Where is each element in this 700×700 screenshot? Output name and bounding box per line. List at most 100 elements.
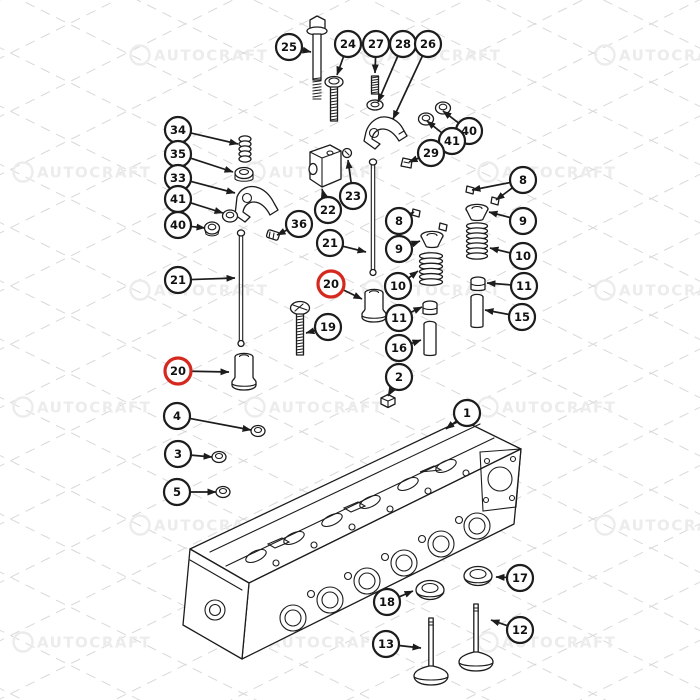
callout-21[interactable]: 21 [163, 265, 193, 295]
callout-ring[interactable] [383, 271, 413, 301]
callout-13[interactable]: 13 [371, 629, 401, 659]
watermark-logo-icon [12, 161, 34, 183]
callout-19[interactable]: 19 [313, 312, 343, 342]
callout-leader [190, 202, 224, 214]
callout-ring[interactable] [384, 234, 414, 264]
callout-20-highlighted[interactable]: 20 [316, 269, 346, 299]
callout-33[interactable]: 33 [163, 163, 193, 193]
callout-ring[interactable] [437, 126, 467, 156]
part-head-bolt-24 [324, 75, 344, 122]
callout-ring[interactable] [163, 439, 193, 469]
part-valve-13 [413, 617, 449, 686]
callout-ring[interactable] [384, 303, 414, 333]
callout-8[interactable]: 8 [508, 165, 538, 195]
watermark: AUTOCRAFT [477, 161, 615, 183]
callout-40[interactable]: 40 [163, 210, 193, 240]
callout-17[interactable]: 17 [505, 563, 535, 593]
callout-leader [190, 452, 213, 460]
callout-leader [407, 270, 419, 279]
callout-ring[interactable] [384, 333, 414, 363]
callout-20-highlighted[interactable]: 20 [163, 356, 193, 386]
watermark-text: AUTOCRAFT [619, 282, 700, 300]
watermark-logo-icon [244, 396, 266, 418]
callout-ring[interactable] [338, 181, 368, 211]
watermark-diagonal-line [136, 0, 700, 282]
part-adjusting-stud-27 [370, 75, 380, 95]
callout-ring[interactable] [274, 32, 304, 62]
callout-ring[interactable] [163, 210, 193, 240]
callout-ring-highlighted[interactable] [163, 356, 193, 386]
callout-41[interactable]: 41 [437, 126, 467, 156]
callout-leader [392, 55, 424, 120]
callout-12[interactable]: 12 [505, 615, 535, 645]
callout-ring[interactable] [508, 165, 538, 195]
callout-23[interactable]: 23 [338, 181, 368, 211]
callout-ring[interactable] [505, 615, 535, 645]
callout-11[interactable]: 11 [509, 271, 539, 301]
callout-25[interactable]: 25 [274, 32, 304, 62]
callout-ring[interactable] [507, 302, 537, 332]
callout-11[interactable]: 11 [384, 303, 414, 333]
callout-ring-highlighted[interactable] [316, 269, 346, 299]
callout-ring[interactable] [505, 563, 535, 593]
callout-ring[interactable] [333, 29, 363, 59]
callout-10[interactable]: 10 [508, 241, 538, 271]
callout-21[interactable]: 21 [315, 228, 345, 258]
callout-ring[interactable] [315, 228, 345, 258]
callout-15[interactable]: 15 [507, 302, 537, 332]
callout-35[interactable]: 35 [163, 139, 193, 169]
callout-16[interactable]: 16 [384, 333, 414, 363]
callout-number: 21 [322, 236, 338, 250]
callout-ring[interactable] [508, 206, 538, 236]
callout-3[interactable]: 3 [163, 439, 193, 469]
callout-ring[interactable] [163, 265, 193, 295]
callout-27[interactable]: 27 [361, 29, 391, 59]
callout-24[interactable]: 24 [333, 29, 363, 59]
callout-number: 9 [395, 242, 403, 256]
callout-29[interactable]: 29 [416, 138, 446, 168]
callout-ring[interactable] [284, 209, 314, 239]
callout-9[interactable]: 9 [384, 234, 414, 264]
callout-41[interactable]: 41 [163, 184, 193, 214]
callout-1[interactable]: 1 [452, 398, 482, 428]
callout-ring[interactable] [162, 401, 192, 431]
callout-ring[interactable] [413, 29, 443, 59]
callout-ring[interactable] [384, 362, 414, 392]
callout-ring[interactable] [313, 312, 343, 342]
callout-10[interactable]: 10 [383, 271, 413, 301]
callout-ring[interactable] [452, 398, 482, 428]
part-washer-40-top [434, 101, 452, 115]
callout-ring[interactable] [313, 195, 343, 225]
watermark-logo-icon [477, 631, 499, 653]
watermark-text: AUTOCRAFT [154, 47, 268, 65]
callout-5[interactable]: 5 [162, 477, 192, 507]
callout-ring[interactable] [372, 587, 402, 617]
callout-ring[interactable] [162, 477, 192, 507]
callout-number: 40 [170, 218, 186, 232]
callout-ring[interactable] [384, 206, 414, 236]
callout-18[interactable]: 18 [372, 587, 402, 617]
callout-26[interactable]: 26 [413, 29, 443, 59]
callout-ring[interactable] [508, 241, 538, 271]
callout-9[interactable]: 9 [508, 206, 538, 236]
callout-36[interactable]: 36 [284, 209, 314, 239]
callout-number: 2 [395, 370, 403, 384]
exploded-parts-artwork [182, 15, 522, 686]
part-plug-3 [211, 450, 227, 464]
callout-8[interactable]: 8 [384, 206, 414, 236]
callout-28[interactable]: 28 [388, 29, 418, 59]
callout-ring[interactable] [509, 271, 539, 301]
watermark: AUTOCRAFT [244, 396, 382, 418]
callout-ring[interactable] [416, 138, 446, 168]
callout-2[interactable]: 2 [384, 362, 414, 392]
watermark-text: AUTOCRAFT [37, 634, 151, 652]
callout-4[interactable]: 4 [162, 401, 192, 431]
callout-22[interactable]: 22 [313, 195, 343, 225]
part-retainer-28 [366, 99, 384, 111]
callout-leader [190, 180, 236, 195]
callout-34[interactable]: 34 [163, 115, 193, 145]
callout-number: 17 [512, 571, 528, 585]
callout-ring[interactable] [371, 629, 401, 659]
callout-number: 10 [515, 249, 531, 263]
